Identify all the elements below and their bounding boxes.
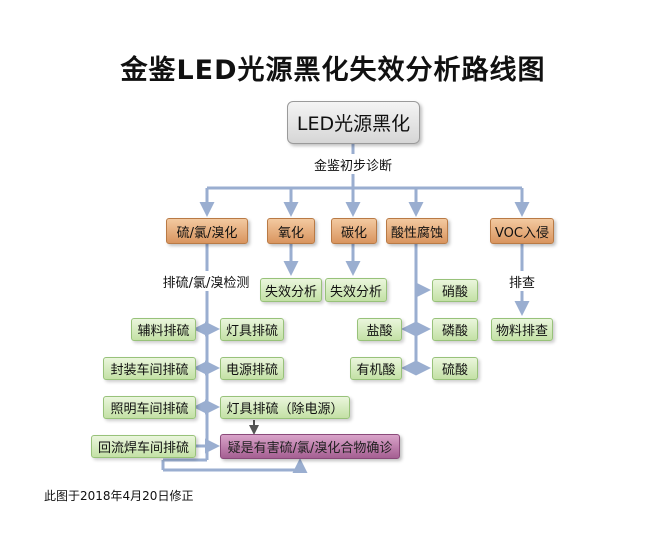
category-voc: VOC入侵 [490, 218, 554, 244]
sulfur-left-item: 照明车间排硫 [103, 396, 196, 419]
sulfur-left-item: 辅料排硫 [131, 318, 196, 341]
footnote: 此图于2018年4月20日修正 [44, 489, 194, 503]
category-sulfur: 硫/氯/溴化 [166, 218, 248, 244]
carbonization-result: 失效分析 [325, 278, 387, 302]
voc-check-label: 排查 [500, 271, 544, 291]
sulfur-right-item: 电源排硫 [220, 357, 284, 380]
acid-item-left: 有机酸 [350, 357, 402, 380]
sulfur-left-item: 回流焊车间排硫 [91, 435, 196, 458]
acid-item-right: 磷酸 [432, 318, 478, 341]
acid-item-left: 盐酸 [357, 318, 402, 341]
sulfur-left-item: 封装车间排硫 [103, 357, 196, 380]
sulfur-right-item: 灯具排硫 [220, 318, 284, 341]
page-title: 金鉴LED光源黑化失效分析路线图 [120, 55, 546, 86]
sulfur-right-item: 灯具排硫（除电源） [220, 396, 350, 419]
category-acid: 酸性腐蚀 [386, 218, 448, 244]
category-oxidation: 氧化 [267, 218, 315, 244]
oxidation-result: 失效分析 [260, 278, 322, 302]
first-step-label: 金鉴初步诊断 [293, 154, 413, 174]
acid-item-right: 硝酸 [432, 279, 478, 302]
category-carbonization: 碳化 [331, 218, 377, 244]
root-node: LED光源黑化 [287, 101, 420, 144]
acid-item-right: 硫酸 [432, 357, 478, 380]
final-diagnosis: 疑是有害硫/氯/溴化合物确诊 [220, 434, 400, 459]
voc-result: 物料排查 [491, 318, 553, 341]
sulfur-check-label: 排硫/氯/溴检测 [150, 271, 262, 291]
root-label: LED光源黑化 [296, 113, 411, 135]
